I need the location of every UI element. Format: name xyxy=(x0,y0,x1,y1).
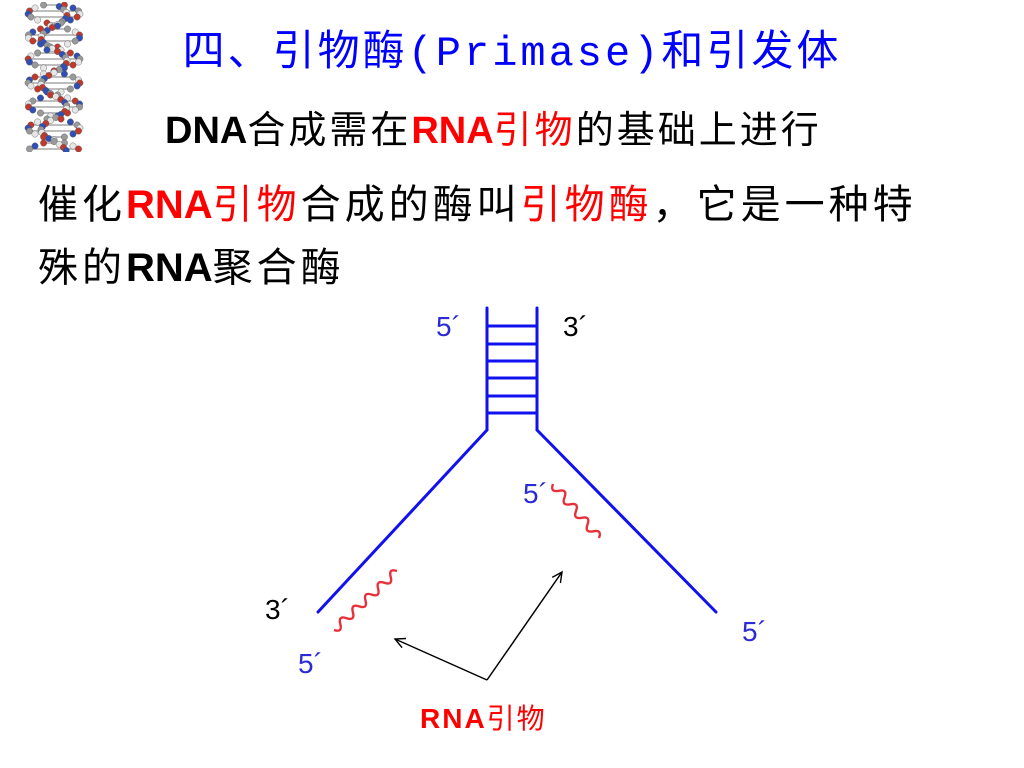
helix-atom xyxy=(34,85,41,93)
definition-text: 殊的 xyxy=(38,245,126,291)
helix-atom xyxy=(37,40,44,48)
definition-primase: 引物酶 xyxy=(520,182,653,228)
definition-text: ，它是一种特 xyxy=(652,182,917,228)
label-right-primer-5prime: 5´ xyxy=(523,478,548,509)
definition-paragraph: 催化RNA引物合成的酶叫引物酶，它是一种特 殊的RNA聚合酶 xyxy=(38,174,917,300)
right-rna-primer xyxy=(550,483,602,539)
helix-atom xyxy=(29,37,37,45)
statement-dna: DNA xyxy=(165,110,248,152)
left-template-strand xyxy=(316,428,489,614)
helix-atom xyxy=(69,61,77,69)
helix-atom xyxy=(37,94,44,102)
helix-atom xyxy=(64,109,71,117)
helix-atom xyxy=(61,70,68,78)
helix-atom xyxy=(64,25,71,33)
statement-text-2: 的基础上进行 xyxy=(575,108,822,152)
helix-atom xyxy=(34,16,41,24)
definition-primer: 引物 xyxy=(212,182,301,228)
helix-atom xyxy=(26,145,33,152)
helix-atom xyxy=(73,13,81,21)
primer-arrows xyxy=(395,572,562,681)
helix-atom xyxy=(69,142,77,150)
right-template-strand xyxy=(535,428,718,614)
label-top-5prime: 5´ xyxy=(436,311,461,342)
helix-atom xyxy=(31,4,39,12)
helix-atom xyxy=(69,130,77,138)
left-rna-primer xyxy=(333,569,398,632)
fork-arms xyxy=(316,428,718,614)
helix-atom xyxy=(57,115,65,123)
helix-atom xyxy=(26,127,33,135)
helix-atom xyxy=(48,24,56,31)
rna-primer-label: RNA引物 xyxy=(420,703,547,734)
helix-atom xyxy=(64,40,71,48)
dna-helix-image xyxy=(24,2,84,152)
rna-primer-label-rna: RNA xyxy=(420,703,487,734)
label-left-arm-3prime: 3´ xyxy=(265,594,290,625)
statement-rna: RNA xyxy=(411,110,494,152)
helix-atom xyxy=(27,82,35,90)
helix-atom xyxy=(37,109,44,117)
helix-atom xyxy=(26,58,33,66)
definition-line-2: 殊的RNA聚合酶 xyxy=(38,237,917,300)
helix-atom xyxy=(67,118,74,126)
parental-duplex xyxy=(485,306,539,432)
helix-atom xyxy=(29,106,37,114)
definition-text: 催化 xyxy=(38,182,126,228)
arrow-to-left-primer xyxy=(395,639,488,681)
helix-atom xyxy=(52,93,60,100)
helix-atom xyxy=(75,127,82,135)
helix-atom xyxy=(34,118,41,126)
helix-atom xyxy=(75,145,82,152)
definition-text: 合成的酶叫 xyxy=(300,182,521,228)
label-left-primer-5prime: 5´ xyxy=(298,648,323,679)
helix-atom xyxy=(69,4,77,12)
helix-atom xyxy=(27,13,35,21)
helix-atom xyxy=(62,147,70,152)
helix-atom xyxy=(34,49,41,57)
definition-rna: RNA xyxy=(126,183,213,227)
definition-line-1: 催化RNA引物合成的酶叫引物酶，它是一种特 xyxy=(38,174,917,237)
helix-atom xyxy=(40,2,47,9)
helix-atom xyxy=(31,142,39,150)
helix-atom xyxy=(69,73,77,81)
helix-atom xyxy=(50,138,58,145)
statement-primer: 引物 xyxy=(493,108,576,152)
helix-atom xyxy=(71,106,79,114)
helix-atom xyxy=(40,139,47,147)
helix-atom xyxy=(73,82,81,90)
helix-atom xyxy=(43,46,51,54)
helix-atom xyxy=(75,58,82,66)
helix-atom xyxy=(67,16,74,24)
helix-atom xyxy=(71,37,79,45)
helix-atom xyxy=(31,130,39,138)
helix-atom xyxy=(67,85,74,93)
rna-primer-label-primer: 引物 xyxy=(487,703,547,734)
helix-atom xyxy=(61,133,68,141)
statement-text-1: 合成需在 xyxy=(247,108,412,152)
statement-line: DNA合成需在RNA引物的基础上进行 xyxy=(165,106,822,155)
label-right-arm-5prime: 5´ xyxy=(742,616,767,647)
helix-atom xyxy=(67,49,74,57)
helix-atom xyxy=(31,61,39,69)
arrow-to-right-primer xyxy=(486,572,562,681)
definition-rna: RNA xyxy=(126,246,213,290)
definition-text: 聚合酶 xyxy=(212,245,345,291)
helix-atom xyxy=(31,73,39,81)
helix-atom xyxy=(50,69,58,76)
slide-title: 四、引物酶(Primase)和引发体 xyxy=(182,30,842,78)
label-top-3prime: 3´ xyxy=(563,311,588,342)
